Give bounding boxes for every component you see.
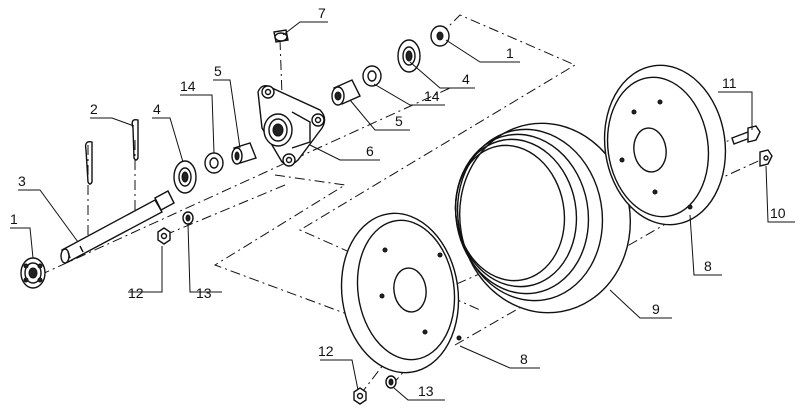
callout-1-left: 1 [10,211,18,227]
rim-half-lower [340,212,462,374]
guide-bolt-top [279,39,283,96]
callout-1-right: 1 [506,45,514,61]
guide-rim-holes-1 [419,194,661,301]
guide-shaft-axis [39,87,451,276]
callout-5-right: 5 [395,113,403,129]
cotter-pin-1 [84,140,93,185]
callout-10: 10 [770,205,786,221]
cap-washer-right [430,25,450,47]
callout-5-left: 5 [214,63,222,79]
guide-lower-loop [213,174,391,331]
callout-8-bottom: 8 [520,351,528,367]
callout-9: 9 [652,301,660,317]
callout-8-right: 8 [704,258,712,274]
callout-12-left: 12 [128,285,144,301]
washer-left [204,152,224,174]
nut-left [157,227,171,245]
bolt-10 [759,149,773,167]
callout-13-bottom: 13 [418,383,434,399]
callout-14-right: 14 [424,88,440,104]
grease-fitting [273,29,289,43]
lock-washer-left [182,211,194,225]
callout-4-right: 4 [462,71,470,87]
leader-lines [10,21,795,401]
callout-13-left: 13 [196,285,212,301]
callout-labels: 1 2 3 4 14 5 7 1 4 14 5 6 12 13 11 10 8 … [10,5,786,399]
bolt-11 [731,125,761,145]
callout-12-bottom: 12 [318,343,334,359]
callout-4-left: 4 [153,101,161,117]
callout-11: 11 [722,75,737,91]
bearing-right [397,39,421,73]
callout-7: 7 [318,5,326,21]
callout-14-left: 14 [180,78,196,94]
lock-washer-bottom [385,375,397,389]
rubber-tire [454,122,632,314]
washer-right [362,65,382,87]
axle-shaft [60,190,175,264]
callout-2: 2 [90,101,98,117]
hub-cap-left [20,257,46,289]
bearing-left [173,160,197,194]
hub-flange [257,85,326,167]
cotter-pin-2 [131,118,139,161]
spacer-sleeve-left [231,142,257,165]
spacer-sleeve-right [331,79,361,106]
callout-3: 3 [18,173,26,189]
rim-half-upper [603,64,727,226]
guide-nut-axis [164,184,286,236]
callout-6: 6 [366,143,374,159]
nut-bottom [353,387,367,405]
